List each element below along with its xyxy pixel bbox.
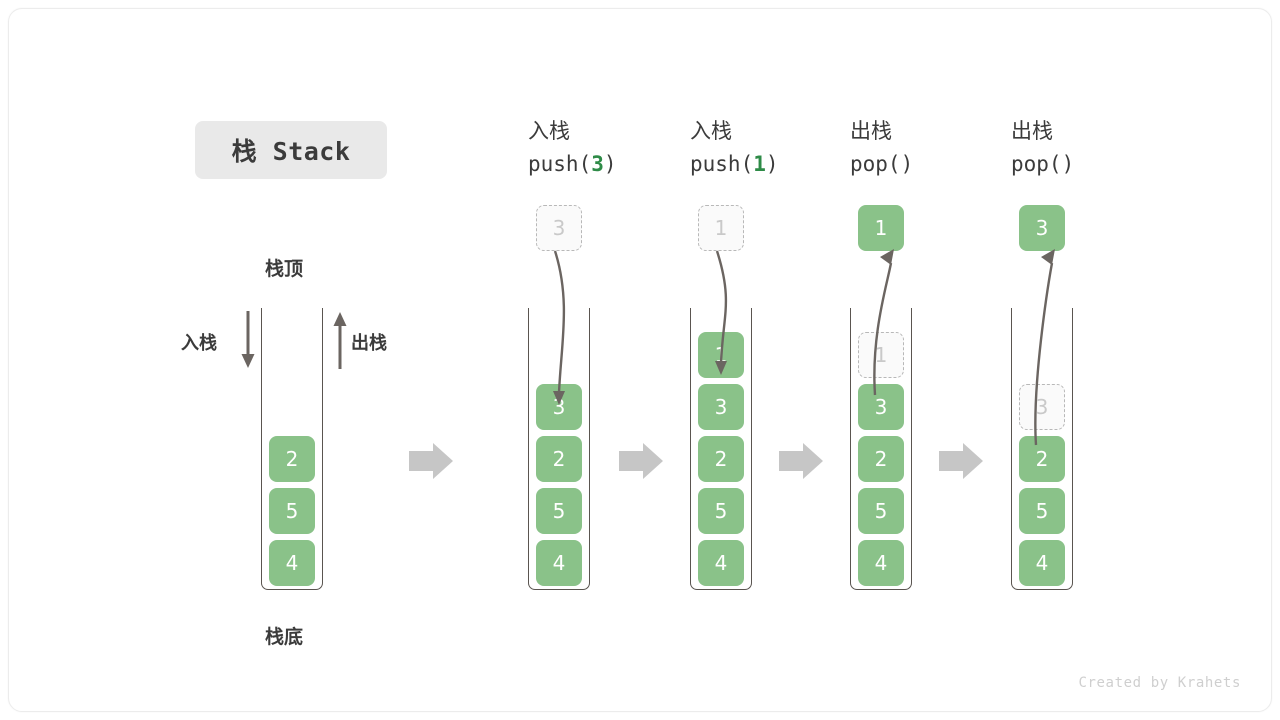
stack-cell: 4 bbox=[698, 540, 744, 586]
popped-cell: 3 bbox=[1019, 205, 1065, 251]
pop-up-arrow-icon bbox=[333, 312, 347, 369]
push-arrow-icon bbox=[553, 250, 566, 405]
column-op-code: push(3) bbox=[528, 148, 617, 181]
column-op-name: 入栈 bbox=[690, 119, 732, 143]
stack-bottom-label: 栈底 bbox=[265, 626, 304, 648]
column-op-name: 入栈 bbox=[528, 119, 570, 143]
stack-cell: 3 bbox=[698, 384, 744, 430]
stack-cell: 2 bbox=[858, 436, 904, 482]
op-code-suffix: ) bbox=[900, 151, 914, 176]
stack-frame bbox=[850, 308, 912, 590]
stack-cell: 5 bbox=[536, 488, 582, 534]
page-title: 栈 Stack bbox=[195, 121, 387, 179]
pop-arrow-icon bbox=[1034, 249, 1055, 446]
op-code-prefix: push( bbox=[690, 151, 754, 176]
stack-cell: 3 bbox=[536, 384, 582, 430]
stack-cell: 5 bbox=[1019, 488, 1065, 534]
watermark: Created by Krahets bbox=[1078, 675, 1241, 691]
op-code-argument: 3 bbox=[591, 151, 604, 176]
column-op-code: pop() bbox=[1011, 148, 1074, 181]
column-op-name: 出栈 bbox=[850, 119, 892, 143]
stack-cell: 4 bbox=[536, 540, 582, 586]
op-code-suffix: ) bbox=[765, 151, 779, 176]
stack-cell: 2 bbox=[1019, 436, 1065, 482]
stack-frame bbox=[1011, 308, 1073, 590]
stack-cell: 2 bbox=[269, 436, 315, 482]
step-arrow-icon bbox=[939, 443, 983, 479]
stack-cell: 2 bbox=[698, 436, 744, 482]
stack-cell-ghost: 1 bbox=[858, 332, 904, 378]
column-header: 出栈 pop() bbox=[850, 115, 913, 180]
op-code-prefix: pop( bbox=[1011, 151, 1062, 176]
stack-cell: 4 bbox=[269, 540, 315, 586]
pop-side-label: 出栈 bbox=[351, 333, 387, 354]
op-code-argument: 1 bbox=[753, 151, 766, 176]
stack-cell: 5 bbox=[269, 488, 315, 534]
op-code-suffix: ) bbox=[603, 151, 617, 176]
op-code-prefix: pop( bbox=[850, 151, 901, 176]
floating-cell-ghost: 1 bbox=[698, 205, 744, 251]
column-header: 出栈 pop() bbox=[1011, 115, 1074, 180]
stack-frame bbox=[528, 308, 590, 590]
step-arrow-icon bbox=[619, 443, 663, 479]
op-code-suffix: ) bbox=[1061, 151, 1075, 176]
column-op-code: push(1) bbox=[690, 148, 779, 181]
stack-cell: 3 bbox=[858, 384, 904, 430]
column-op-name: 出栈 bbox=[1011, 119, 1053, 143]
column-op-code: pop() bbox=[850, 148, 913, 181]
stack-frame bbox=[690, 308, 752, 590]
push-down-arrow-icon bbox=[241, 311, 255, 368]
popped-cell: 1 bbox=[858, 205, 904, 251]
stack-cell: 5 bbox=[698, 488, 744, 534]
stack-cell: 4 bbox=[1019, 540, 1065, 586]
step-arrow-icon bbox=[409, 443, 453, 479]
column-header: 入栈 push(3) bbox=[528, 115, 617, 180]
stack-cell: 4 bbox=[858, 540, 904, 586]
base-stack-frame bbox=[261, 308, 323, 590]
stack-cell-ghost: 3 bbox=[1019, 384, 1065, 430]
pop-arrow-icon bbox=[873, 249, 894, 396]
op-code-prefix: push( bbox=[528, 151, 592, 176]
column-header: 入栈 push(1) bbox=[690, 115, 779, 180]
stack-cell: 2 bbox=[536, 436, 582, 482]
step-arrow-icon bbox=[779, 443, 823, 479]
floating-cell-ghost: 3 bbox=[536, 205, 582, 251]
push-arrow-icon bbox=[715, 250, 728, 375]
push-side-label: 入栈 bbox=[181, 333, 217, 354]
stack-top-label: 栈顶 bbox=[265, 258, 304, 280]
stack-cell: 5 bbox=[858, 488, 904, 534]
